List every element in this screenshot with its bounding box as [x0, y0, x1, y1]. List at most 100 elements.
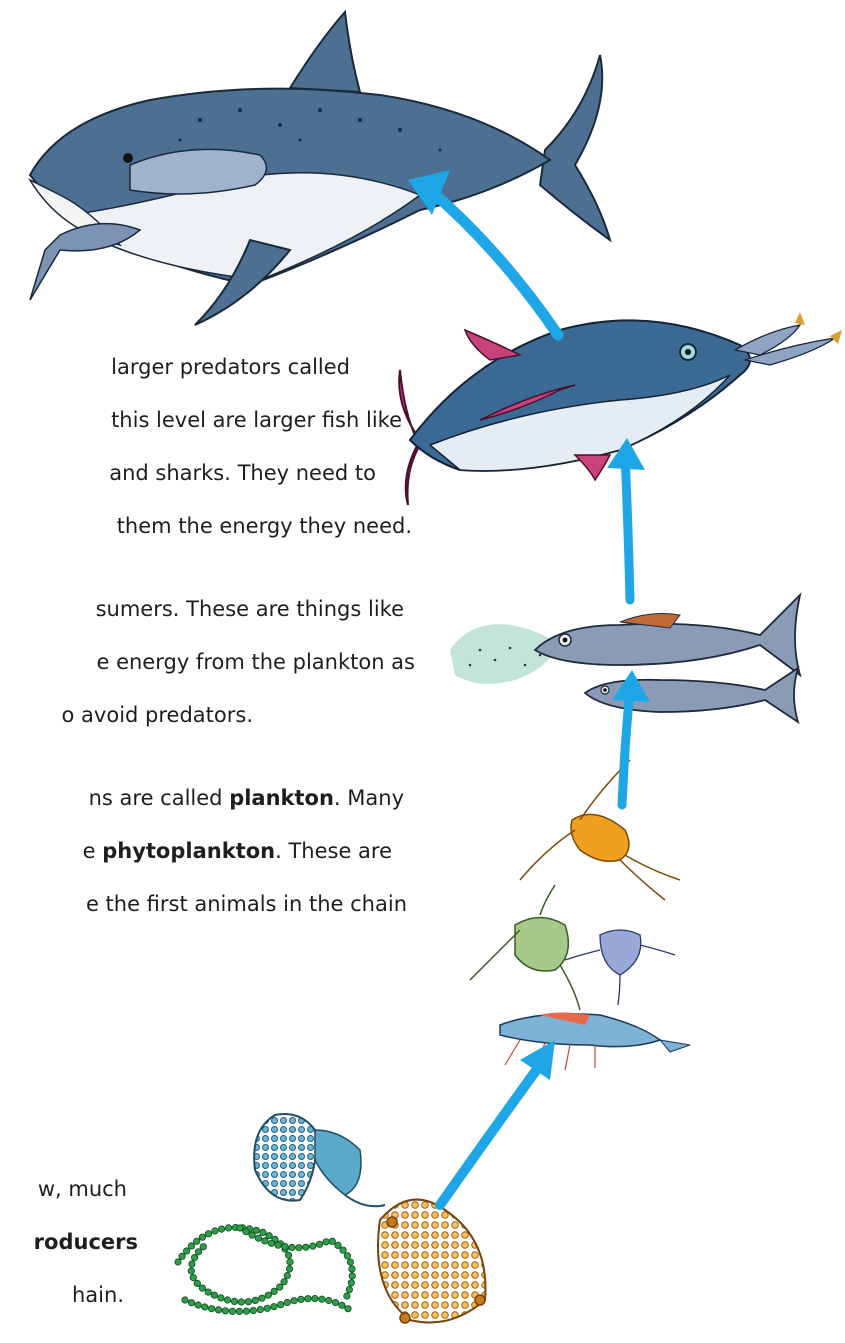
algae-bead	[316, 1241, 322, 1247]
algae-bead	[190, 1274, 196, 1280]
algae-bead	[218, 1226, 224, 1232]
algae-bead	[188, 1243, 194, 1249]
algae-bead	[194, 1238, 200, 1244]
algae-bead	[195, 1302, 201, 1308]
algae-bead	[179, 1253, 185, 1259]
amphipod-illustration	[470, 885, 580, 1010]
algae-bead	[287, 1259, 293, 1265]
producers-text-line-1: w, much	[38, 1179, 127, 1200]
producers-term: roducers	[34, 1230, 138, 1254]
algae-bead	[262, 1238, 268, 1244]
algae-bead	[222, 1308, 228, 1314]
producers-text-line-3: hain.	[72, 1285, 124, 1306]
algae-bead	[285, 1252, 291, 1258]
algae-bead	[243, 1229, 249, 1235]
algae-bead	[345, 1306, 351, 1312]
algae-bead	[245, 1299, 251, 1305]
algae-bead	[349, 1266, 355, 1272]
algae-bead	[229, 1308, 235, 1314]
algae-bead	[191, 1254, 197, 1260]
plankton-text-line-3: e the first animals in the chain	[86, 894, 407, 915]
algae-bead	[264, 1305, 270, 1311]
algae-bead	[271, 1304, 277, 1310]
algae-bead	[188, 1268, 194, 1274]
algae-bead	[329, 1238, 335, 1244]
algae-bead	[289, 1244, 295, 1250]
algae-bead	[231, 1298, 237, 1304]
algae-bead	[305, 1296, 311, 1302]
algae-bead	[340, 1247, 346, 1253]
algae-bead	[326, 1297, 332, 1303]
algae-bead	[202, 1304, 208, 1310]
algae-bead	[224, 1297, 230, 1303]
algae-bead	[278, 1302, 284, 1308]
golden-diatom-illustration	[378, 1200, 486, 1323]
algae-bead	[211, 1292, 217, 1298]
algae-bead	[205, 1231, 211, 1237]
predators-text-line-2: this level are larger fish like	[111, 410, 402, 431]
algae-bead	[175, 1259, 181, 1265]
algae-bead	[344, 1253, 350, 1259]
algae-bead	[319, 1296, 325, 1302]
algae-bead	[255, 1235, 261, 1241]
algae-bead	[277, 1284, 283, 1290]
algae-bead	[344, 1293, 350, 1299]
algae-bead	[310, 1243, 316, 1249]
algae-bead	[199, 1234, 205, 1240]
algae-bead	[182, 1297, 188, 1303]
algae-bead	[243, 1308, 249, 1314]
algae-bead	[238, 1299, 244, 1305]
algae-bead	[271, 1288, 277, 1294]
plankton-text-line-2: e phytoplankton. These are	[83, 841, 392, 862]
algae-bead	[265, 1292, 271, 1298]
algae-bead	[199, 1285, 205, 1291]
algae-bead	[259, 1295, 265, 1301]
producers-text-line-2: roducers	[34, 1232, 138, 1253]
algae-bead	[252, 1297, 258, 1303]
algae-bead	[194, 1280, 200, 1286]
algae-bead	[323, 1239, 329, 1245]
consumers-text-line-2: e energy from the plankton as	[96, 652, 415, 673]
algae-bead	[347, 1259, 353, 1265]
algae-bead	[339, 1302, 345, 1308]
algae-bead	[188, 1300, 194, 1306]
algae-bead	[282, 1243, 288, 1249]
algae-bead	[348, 1280, 354, 1286]
algae-bead	[303, 1244, 309, 1250]
algae-bead	[183, 1248, 189, 1254]
plankton-term: plankton	[229, 786, 334, 810]
algae-bead	[249, 1232, 255, 1238]
algae-bead	[237, 1225, 243, 1231]
algae-bead	[335, 1242, 341, 1248]
algae-bead	[298, 1296, 304, 1302]
algae-bead	[346, 1286, 352, 1292]
consumers-text-line-3: o avoid predators.	[62, 705, 253, 726]
algae-bead	[266, 1233, 272, 1239]
tuna-illustration	[399, 312, 842, 505]
algae-bead	[296, 1245, 302, 1251]
copepod-illustration	[520, 760, 680, 900]
shark-illustration	[30, 12, 610, 325]
algae-bead	[257, 1306, 263, 1312]
algae-bead	[286, 1266, 292, 1272]
algae-bead	[268, 1240, 274, 1246]
algae-bead	[332, 1299, 338, 1305]
larva-illustration	[565, 930, 675, 1005]
algae-bead	[284, 1272, 290, 1278]
algae-chain-illustration	[175, 1224, 356, 1315]
phytoplankton-term: phytoplankton	[102, 839, 275, 863]
algae-bead	[275, 1242, 281, 1248]
algae-bead	[291, 1298, 297, 1304]
algae-bead	[189, 1261, 195, 1267]
algae-bead	[250, 1307, 256, 1313]
algae-bead	[281, 1279, 287, 1285]
predators-text-line-4: them the energy they need.	[117, 516, 412, 537]
algae-bead	[218, 1295, 224, 1301]
algae-bead	[195, 1249, 201, 1255]
algae-bead	[225, 1225, 231, 1231]
algae-bead	[312, 1295, 318, 1301]
plankton-text-line-1: ns are called plankton. Many	[89, 788, 404, 809]
consumers-text-line-1: sumers. These are things like	[96, 599, 404, 620]
algae-bead	[236, 1308, 242, 1314]
